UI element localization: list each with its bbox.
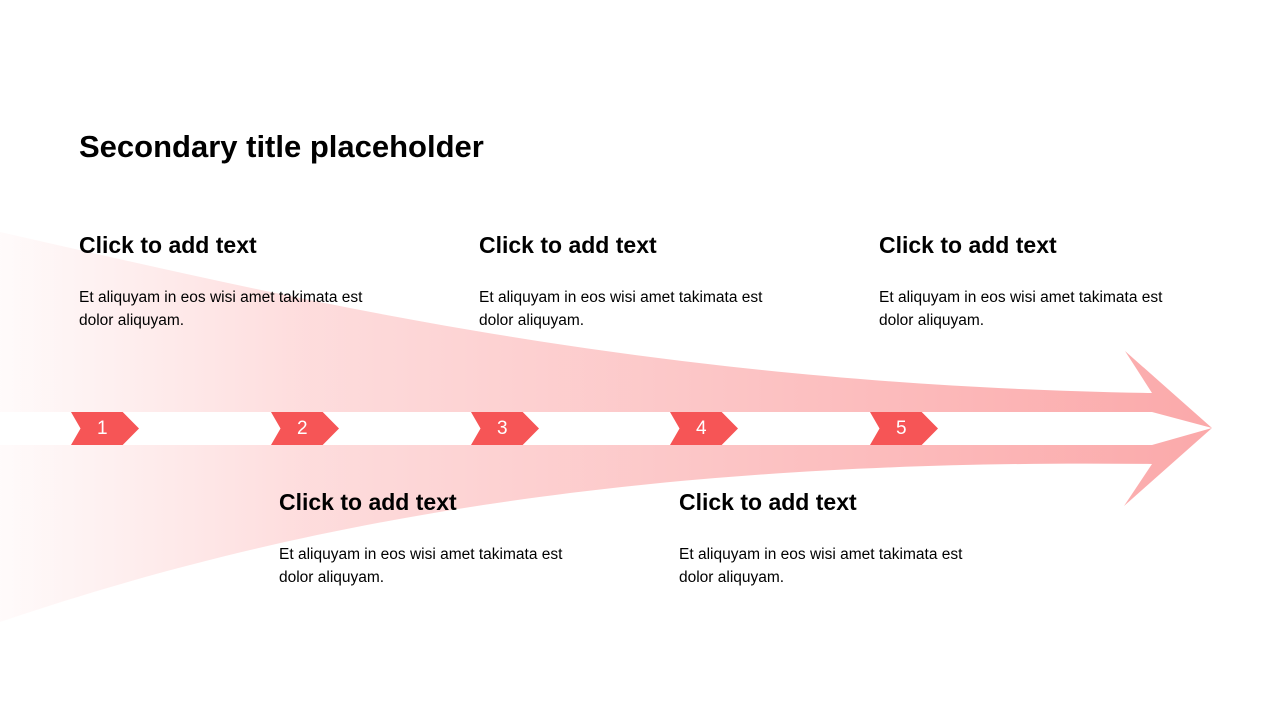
block-heading[interactable]: Click to add text bbox=[479, 232, 657, 258]
lower-arrow-band bbox=[0, 428, 1212, 622]
text-block-1: Click to add text Et aliquyam in eos wis… bbox=[79, 230, 399, 332]
step-badge-4: 4 bbox=[670, 412, 738, 445]
text-block-5: Click to add text Et aliquyam in eos wis… bbox=[879, 230, 1199, 332]
step-badge-1: 1 bbox=[71, 412, 139, 445]
block-body[interactable]: Et aliquyam in eos wisi amet takimata es… bbox=[79, 289, 363, 329]
text-block-2: Click to add text Et aliquyam in eos wis… bbox=[279, 487, 599, 589]
block-heading[interactable]: Click to add text bbox=[279, 489, 457, 515]
step-badge-5: 5 bbox=[870, 412, 938, 445]
text-block-4: Click to add text Et aliquyam in eos wis… bbox=[679, 487, 999, 589]
block-body[interactable]: Et aliquyam in eos wisi amet takimata es… bbox=[279, 546, 563, 586]
block-heading[interactable]: Click to add text bbox=[79, 232, 257, 258]
block-body[interactable]: Et aliquyam in eos wisi amet takimata es… bbox=[479, 289, 763, 329]
block-body[interactable]: Et aliquyam in eos wisi amet takimata es… bbox=[679, 546, 963, 586]
slide-title[interactable]: Secondary title placeholder bbox=[79, 129, 484, 164]
block-body[interactable]: Et aliquyam in eos wisi amet takimata es… bbox=[879, 289, 1163, 329]
upper-arrow-band bbox=[0, 232, 1212, 428]
step-badge-2: 2 bbox=[271, 412, 339, 445]
block-heading[interactable]: Click to add text bbox=[879, 232, 1057, 258]
text-block-3: Click to add text Et aliquyam in eos wis… bbox=[479, 230, 799, 332]
block-heading[interactable]: Click to add text bbox=[679, 489, 857, 515]
step-badge-3: 3 bbox=[471, 412, 539, 445]
